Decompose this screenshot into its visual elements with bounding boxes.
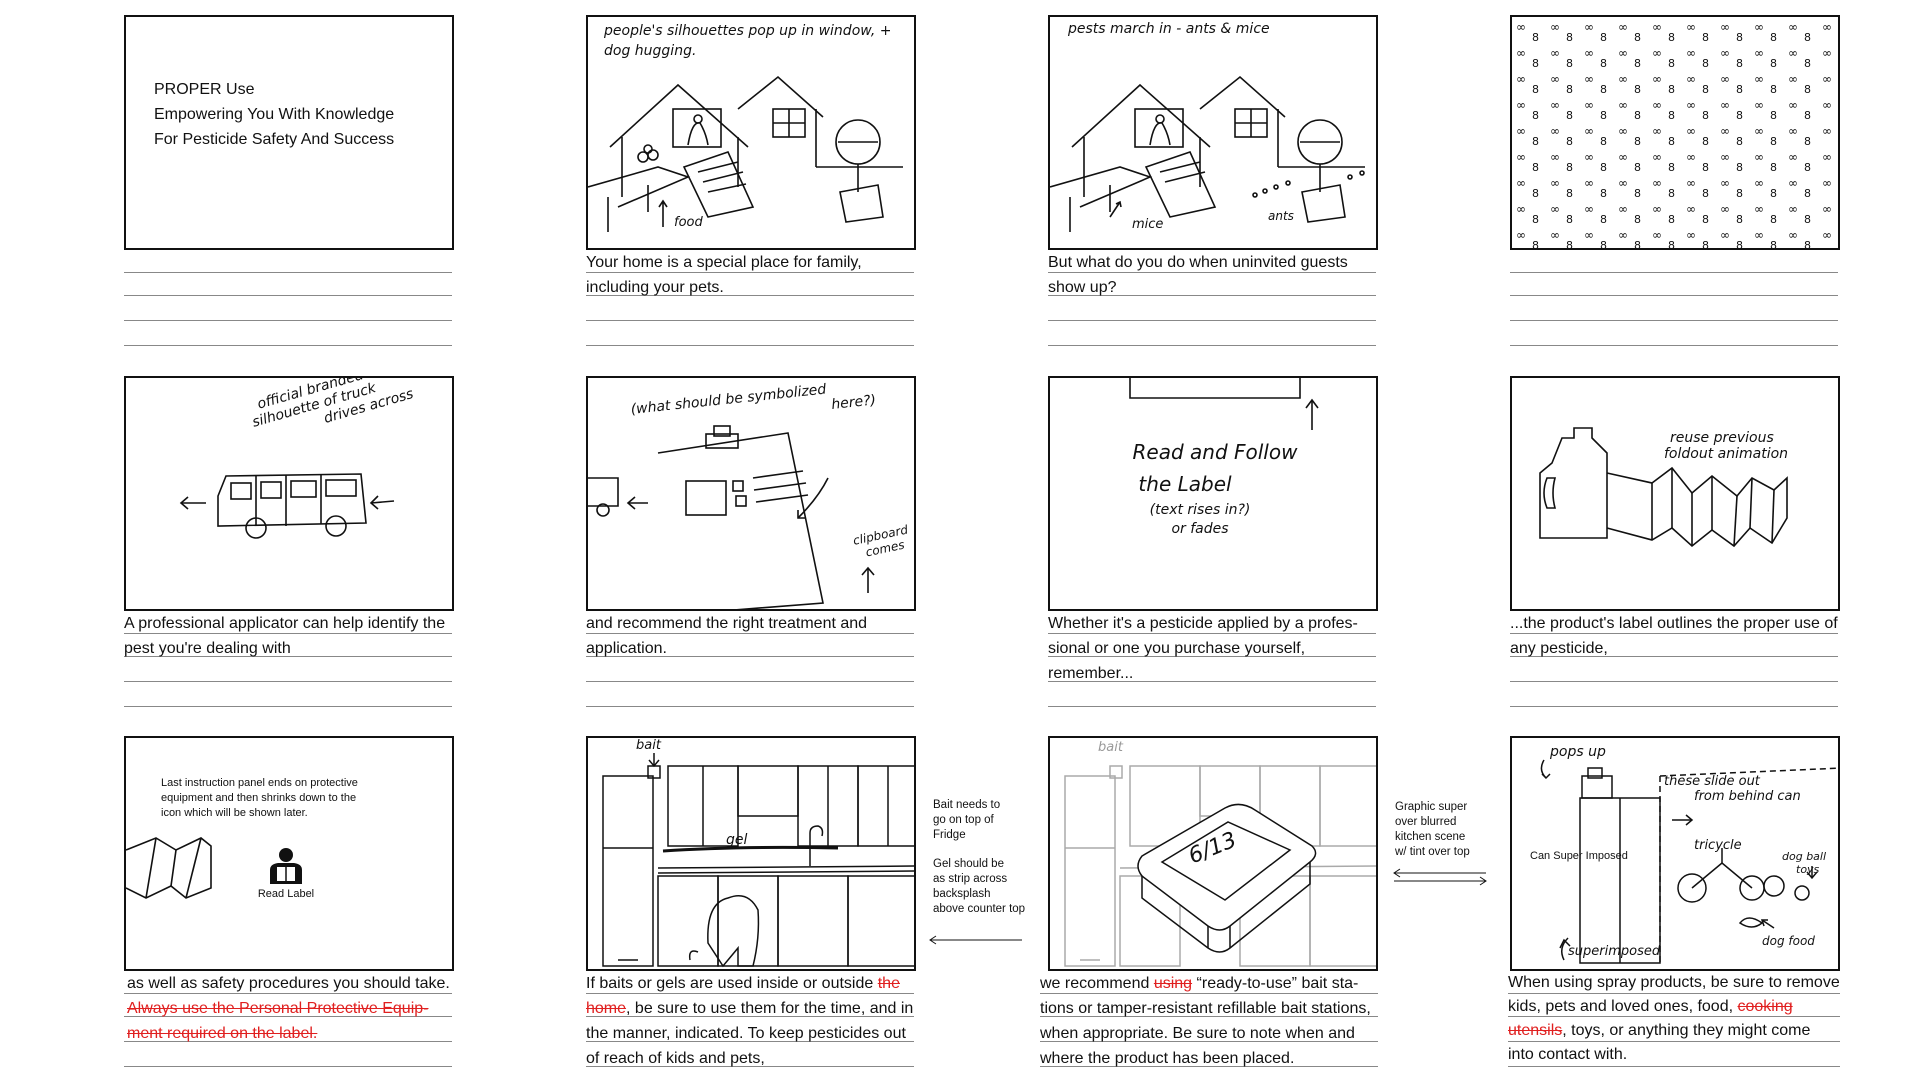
pops-up-label: pops up (1550, 744, 1606, 760)
caption: When using spray products, be sure to re… (1508, 974, 1840, 1063)
bait-label: bait (636, 738, 661, 753)
caption-lines-1 (124, 250, 452, 350)
ants-label: ants (1268, 209, 1294, 223)
caption-lines-9: as well as safety procedures you should … (124, 971, 452, 1071)
side-note-bait-gel: Bait needs to go on top of Fridge Gel sh… (933, 799, 1026, 915)
mice-label: mice (1132, 217, 1164, 232)
gel-label: gel (726, 832, 748, 848)
dog-food-label: dog food (1762, 934, 1815, 948)
house-pests-sketch (1050, 75, 1365, 232)
caption-lines-7: Whether it's a pesticide applied by a pr… (1048, 611, 1376, 711)
caption: But what do you do when uninvited guests… (1048, 254, 1348, 296)
caption: ...the product's label outlines the prop… (1510, 615, 1838, 657)
caption: If baits or gels are used inside or outs… (586, 975, 914, 1067)
instruction-text: Last instruction panel ends on protectiv… (161, 777, 358, 819)
double-arrow (1393, 868, 1487, 886)
spray-can-sketch (1540, 759, 1838, 964)
bait-label: bait (1098, 740, 1123, 755)
read-label-icon (270, 848, 302, 884)
caption-lines-10: If baits or gels are used inside or outs… (586, 971, 914, 1071)
title-text: PROPER Use Empowering You With Knowledge… (154, 81, 395, 148)
panel-note: reuse previous foldout animation (1664, 430, 1789, 462)
tricycle-label: tricycle (1694, 838, 1742, 853)
storyboard-panel-11: bait 6/13 (1048, 736, 1378, 971)
superimposed-label: superimposed (1568, 944, 1661, 959)
slide-out-label: these slide out from behind can (1664, 774, 1801, 804)
can-superimposed-label: Can Super Imposed (1530, 850, 1628, 862)
caption: as well as safety procedures you should … (127, 975, 450, 1042)
storyboard-panel-10: bait gel (586, 736, 916, 971)
read-follow-text: Read and Follow the Label (text rises in… (1132, 440, 1298, 537)
caption-lines-11: we recommend using “ready-to-use” bait s… (1040, 971, 1378, 1071)
storyboard-panel-1: PROPER Use Empowering You With Knowledge… (124, 15, 454, 250)
read-label-text: Read Label (257, 888, 315, 900)
clipboard-sketch (588, 425, 875, 609)
storyboard-panel-9: Last instruction panel ends on protectiv… (124, 736, 454, 971)
caption-lines-4 (1510, 250, 1838, 350)
food-label: food (674, 215, 703, 230)
caption-lines-5: A professional applicator can help ident… (124, 611, 452, 711)
house-sketch (588, 75, 903, 232)
caption-lines-6: and recommend the right treatment and ap… (586, 611, 914, 711)
storyboard-panel-2: people's silhouettes pop up in window, +… (586, 15, 916, 250)
caption: and recommend the right treatment and ap… (586, 615, 868, 657)
panel-note: pests march in - ants & mice (1068, 21, 1270, 37)
jug-foldout-sketch (1539, 427, 1788, 548)
caption-lines-12: When using spray products, be sure to re… (1508, 971, 1840, 1071)
label-sketch (1129, 378, 1319, 430)
caption: we recommend using “ready-to-use” bait s… (1040, 975, 1371, 1067)
storyboard-panel-12: pops up these slide out from behind can … (1510, 736, 1840, 971)
side-note-graphic: Graphic super over blurred kitchen scene… (1395, 801, 1470, 858)
storyboard-panel-6: (what should be symbolized here?) clipbo… (586, 376, 916, 611)
caption: Whether it's a pesticide applied by a pr… (1048, 615, 1358, 682)
left-arrow (929, 935, 1022, 945)
bait-station-sketch (1064, 765, 1376, 967)
caption: Your home is a special place for family,… (586, 254, 862, 296)
kitchen-sketch (602, 753, 914, 968)
ants-pattern: ∞ 8 (1512, 17, 1838, 248)
storyboard-panel-5: official branded silhouette of truck dri… (124, 376, 454, 611)
caption-lines-8: ...the product's label outlines the prop… (1510, 611, 1838, 711)
caption-lines-3: But what do you do when uninvited guests… (1048, 250, 1376, 350)
storyboard-panel-8: reuse previous foldout animation (1510, 376, 1840, 611)
panel-note: people's silhouettes pop up in window, +… (604, 23, 892, 59)
caption-lines-2: Your home is a special place for family,… (586, 250, 914, 350)
foldout-sketch (126, 837, 212, 899)
storyboard-panel-7: Read and Follow the Label (text rises in… (1048, 376, 1378, 611)
storyboard-panel-4: ∞ 8 (1510, 15, 1840, 250)
dog-toys-label: dog ball toys (1782, 850, 1827, 876)
caption: A professional applicator can help ident… (124, 615, 446, 657)
storyboard-panel-3: pests march in - ants & mice mice ants (1048, 15, 1378, 250)
truck-sketch (179, 473, 395, 539)
